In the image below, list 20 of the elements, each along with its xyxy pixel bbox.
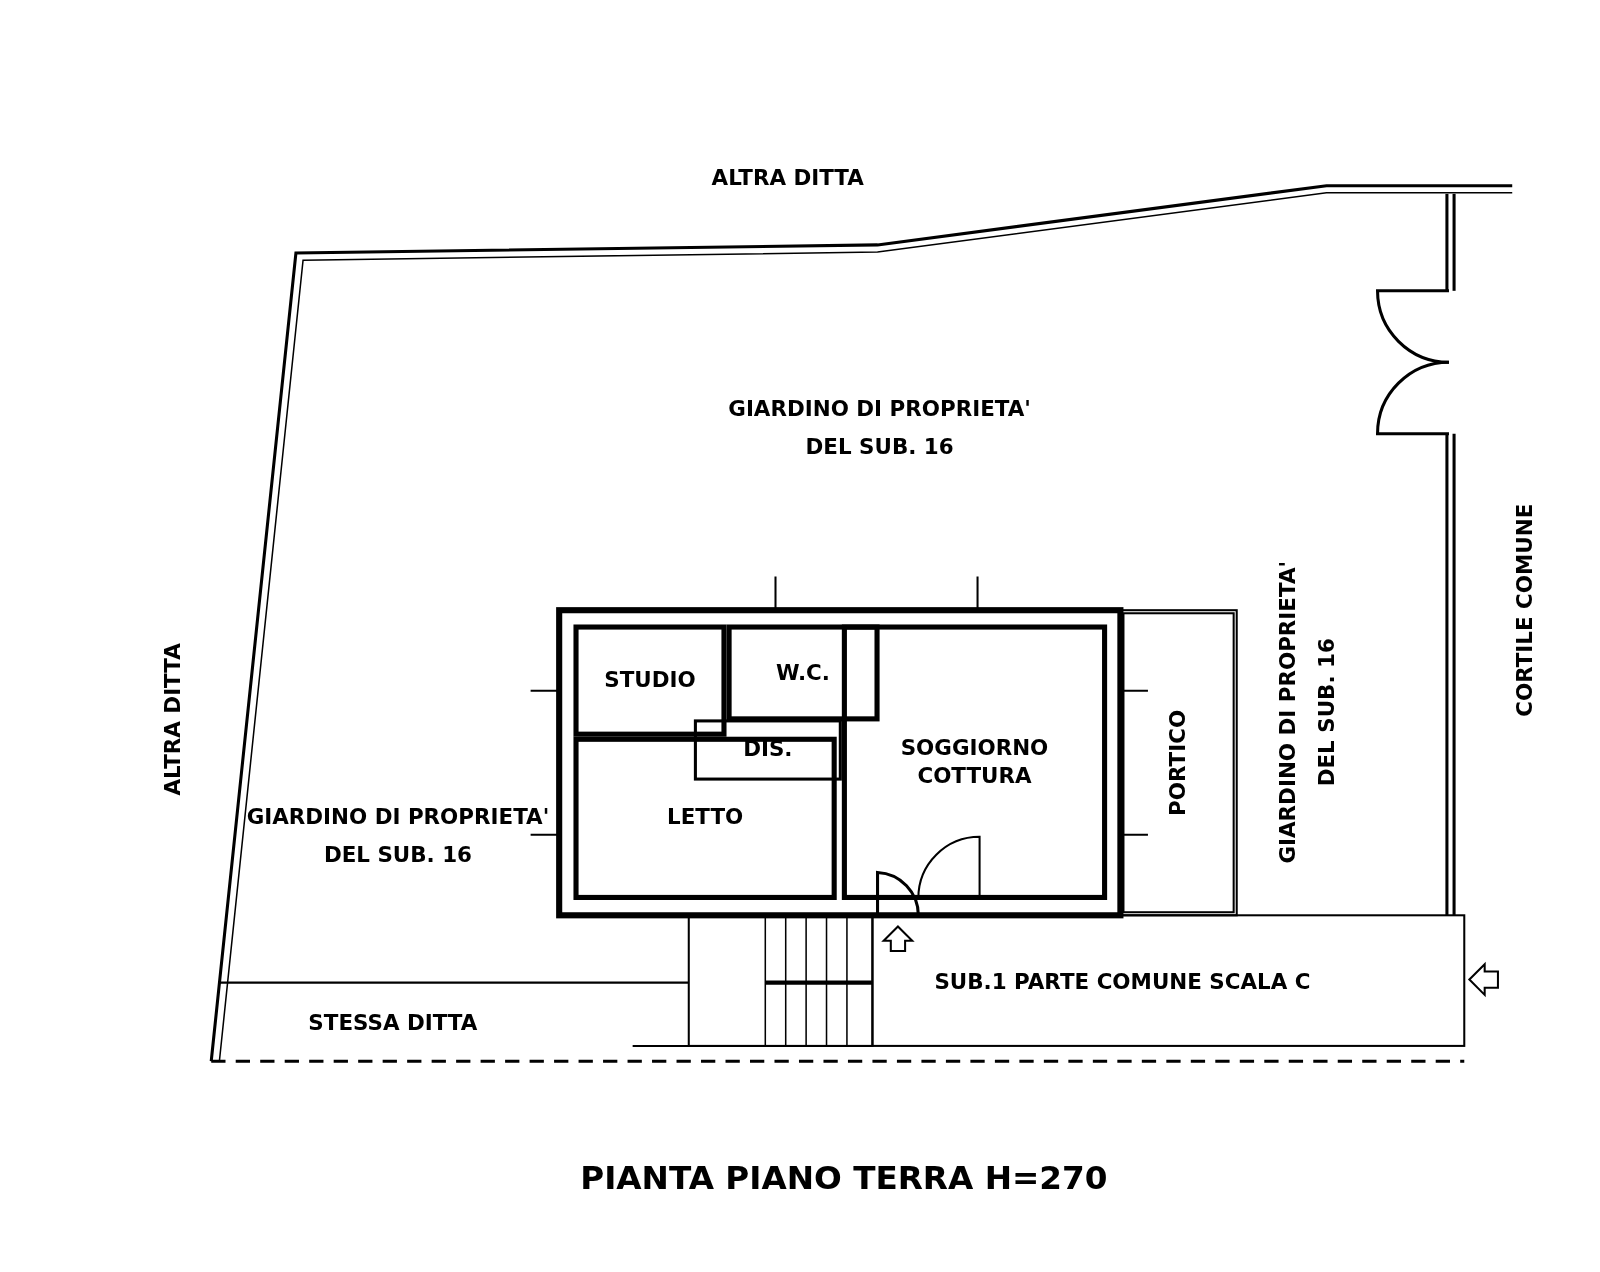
area-label: GIARDINO DI PROPRIETA' DEL SUB. 16 <box>245 803 551 870</box>
area-label: GIARDINO DI PROPRIETA' DEL SUB. 16 <box>1274 559 1340 866</box>
room-name: W.C. <box>776 659 830 687</box>
area-label: CORTILE COMUNE <box>1511 503 1538 717</box>
porch-area <box>1122 612 1235 914</box>
room-area <box>841 624 1108 900</box>
area-label: SUB.1 PARTE COMUNE SCALA C <box>934 968 1311 996</box>
room-area <box>726 624 880 722</box>
area-label: ALTRA DITTA <box>159 643 186 796</box>
room-area <box>573 624 727 737</box>
area-label: GIARDINO DI PROPRIETA' DEL SUB. 16 <box>727 395 1032 462</box>
room-name: PORTICO <box>1164 709 1192 816</box>
plan-caption: PIANTA PIANO TERRA H=270 <box>580 1157 1108 1200</box>
area-label: STESSA DITTA <box>308 1009 478 1037</box>
area-label: ALTRA DITTA <box>711 164 864 192</box>
room-area <box>693 719 842 781</box>
room-name: STUDIO <box>604 666 696 695</box>
room-name: SOGGIORNO COTTURA <box>899 734 1050 790</box>
room-area <box>573 736 837 900</box>
room-name: LETTO <box>666 804 744 832</box>
